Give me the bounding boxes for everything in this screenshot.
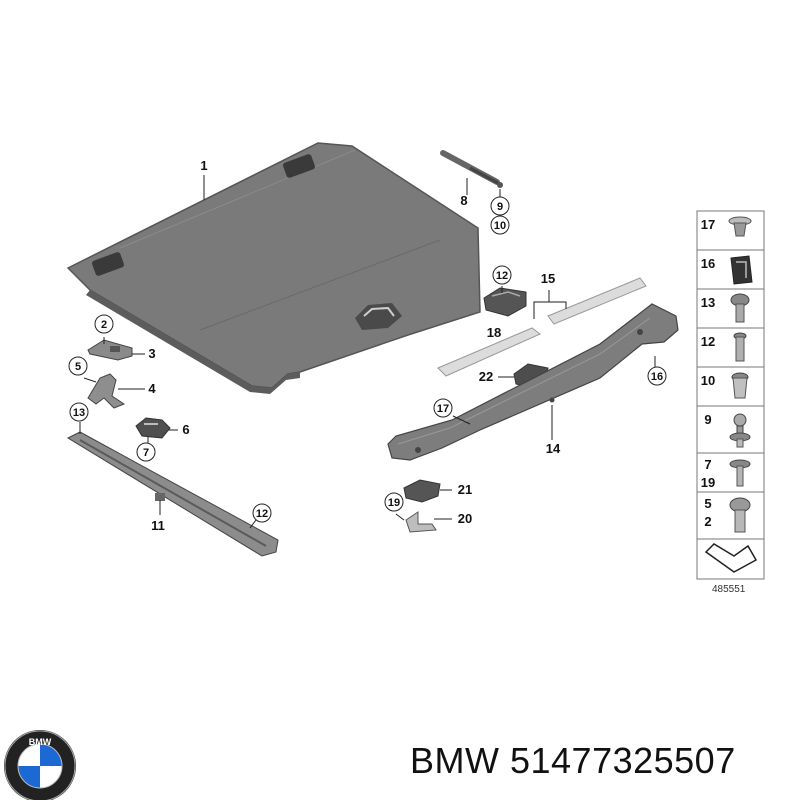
callout-12: 12: [496, 270, 508, 282]
fastener-label-19: 19: [701, 475, 715, 490]
callout-circle: [69, 402, 89, 422]
callout-circle: [252, 503, 272, 523]
screw-icon: [730, 293, 750, 323]
callout-circle: [490, 215, 510, 235]
callout-circle: [384, 492, 404, 512]
trim-strips: [437, 277, 647, 377]
fastener-label-16: 16: [701, 256, 715, 271]
callout-5: 5: [75, 361, 81, 373]
callout-circle: [492, 265, 512, 285]
loading-sill-trim: [387, 303, 679, 461]
nut-insert-icon: [731, 372, 749, 399]
callout-10: 10: [494, 220, 506, 232]
callout-17: 17: [437, 403, 449, 415]
reference-number: 485551: [712, 584, 746, 595]
fastener-label-12: 12: [701, 334, 715, 349]
mount-block: [483, 287, 527, 317]
washer-screw-icon: [729, 497, 751, 533]
callout-4: 4: [148, 381, 156, 396]
callout-22: 22: [479, 369, 493, 384]
load-floor-panel: [66, 142, 481, 394]
callout-16: 16: [651, 371, 663, 383]
logo-letters: BMW: [29, 737, 52, 747]
callout-circle: [136, 442, 156, 462]
clip-bracket: [403, 479, 441, 503]
bolt-icon: [733, 332, 747, 362]
callout-7: 7: [143, 447, 149, 459]
fastener-label-5: 5: [704, 496, 711, 511]
ball-stud-icon: [729, 413, 751, 448]
callout-9: 9: [497, 201, 503, 213]
callout-15: 15: [541, 271, 555, 286]
callout-1: 1: [200, 158, 207, 173]
fastener-label-13: 13: [701, 295, 715, 310]
fastener-label-17: 17: [701, 217, 715, 232]
fastener-label-2: 2: [704, 514, 711, 529]
part-number-text: BMW 51477325507: [410, 740, 736, 781]
fastener-labels: 17 16 13 12 10 9 7 19 5 2: [701, 217, 715, 529]
callout-circle: [94, 314, 114, 334]
spring-clip-icon: [730, 255, 753, 285]
floor-handle-icon: [355, 303, 402, 330]
bmw-logo-icon: BMW: [4, 730, 76, 800]
hinge-plate: [87, 339, 133, 361]
push-clip-icon: [728, 216, 752, 237]
callout-2: 2: [101, 319, 107, 331]
mounting-bracket: [405, 511, 437, 533]
callout-19: 19: [388, 497, 400, 509]
callout-circle: [433, 398, 453, 418]
callout-3: 3: [148, 346, 155, 361]
trim-rail: [66, 431, 279, 557]
callout-13: 13: [73, 407, 85, 419]
gas-strut: [440, 150, 503, 188]
callout-20: 20: [458, 511, 472, 526]
callout-11: 11: [151, 518, 165, 533]
callout-circle: [68, 356, 88, 376]
callout-6: 6: [182, 422, 189, 437]
bracket: [87, 373, 126, 409]
callout-circle: [647, 366, 667, 386]
callout-circle: [490, 196, 510, 216]
callout-18: 18: [487, 325, 501, 340]
fastener-label-10: 10: [701, 373, 715, 388]
fastener-column: [696, 210, 765, 580]
callout-12: 12: [256, 508, 268, 520]
flat-screw-icon: [729, 459, 751, 487]
latch-cap: [135, 417, 171, 439]
fastener-label-9: 9: [704, 412, 711, 427]
callout-8: 8: [460, 193, 467, 208]
callout-21: 21: [458, 482, 472, 497]
arrow-icon: [704, 543, 758, 573]
fastener-label-7: 7: [704, 457, 711, 472]
callout-14: 14: [546, 441, 561, 456]
